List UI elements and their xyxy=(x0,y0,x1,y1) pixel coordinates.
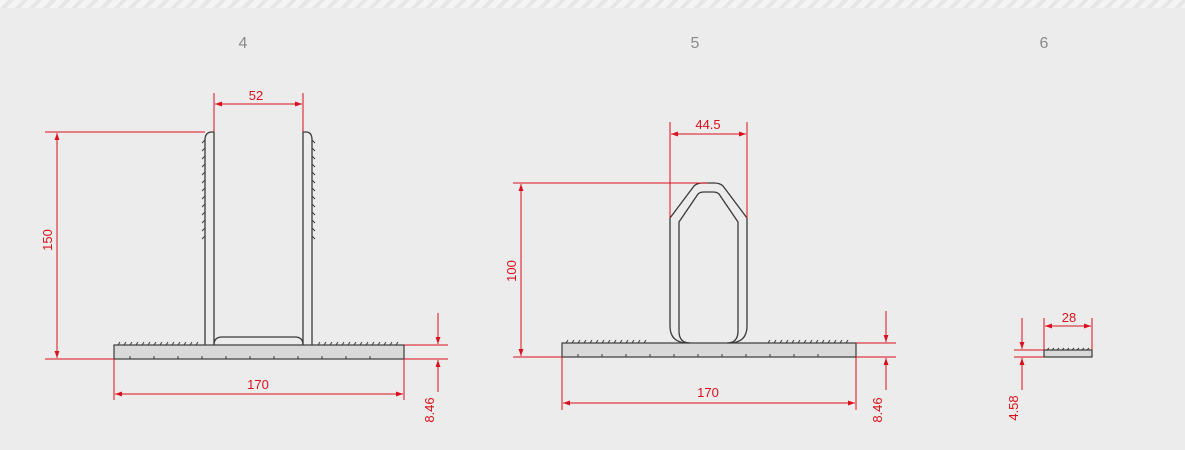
profile-6-shape xyxy=(1043,347,1093,358)
profile-5-number: 5 xyxy=(691,35,700,52)
profile-4-number: 4 xyxy=(239,35,248,52)
profile-6-dimensions: 28 4.58 xyxy=(1006,310,1093,421)
profile-4-dim-width: 170 xyxy=(247,377,269,392)
profile-5-base xyxy=(561,342,857,358)
profile-4-dimensions: 52 150 170 8.46 xyxy=(40,88,448,423)
profile-4-right-leg xyxy=(302,131,313,345)
profile-5-inner-loop xyxy=(678,191,739,344)
profile-6-knurling xyxy=(1046,347,1090,351)
profile-5-outer-loop xyxy=(669,182,748,344)
profile-6-dim-thickness: 4.58 xyxy=(1006,395,1021,420)
profile-5-knurling xyxy=(565,339,849,357)
profile-5: 5 44.5 100 170 xyxy=(504,35,896,423)
profile-5-dim-top-width: 44.5 xyxy=(695,117,720,132)
profile-4-base xyxy=(113,344,405,360)
profile-4-inner-web xyxy=(213,336,304,346)
profile-4-left-leg xyxy=(204,131,215,345)
profile-5-dim-height: 100 xyxy=(504,260,519,282)
profile-6-number: 6 xyxy=(1040,35,1049,52)
profile-4-knurling xyxy=(117,139,399,359)
profile-6-strip xyxy=(1043,349,1093,358)
profile-5-shape xyxy=(561,182,857,358)
profile-4-dim-height: 150 xyxy=(40,229,55,251)
profile-4: 4 52 150 170 xyxy=(40,35,448,423)
profile-4-shape xyxy=(113,131,405,360)
profile-5-dim-width: 170 xyxy=(697,385,719,400)
profile-5-dim-thickness: 8.46 xyxy=(870,397,885,422)
profile-4-dim-thickness: 8.46 xyxy=(422,397,437,422)
profile-6-dim-width: 28 xyxy=(1062,310,1076,325)
profile-6: 6 28 4.58 xyxy=(1006,35,1093,421)
profile-5-dimensions: 44.5 100 170 8.46 xyxy=(504,117,896,423)
profile-4-dim-top-gap: 52 xyxy=(249,88,263,103)
